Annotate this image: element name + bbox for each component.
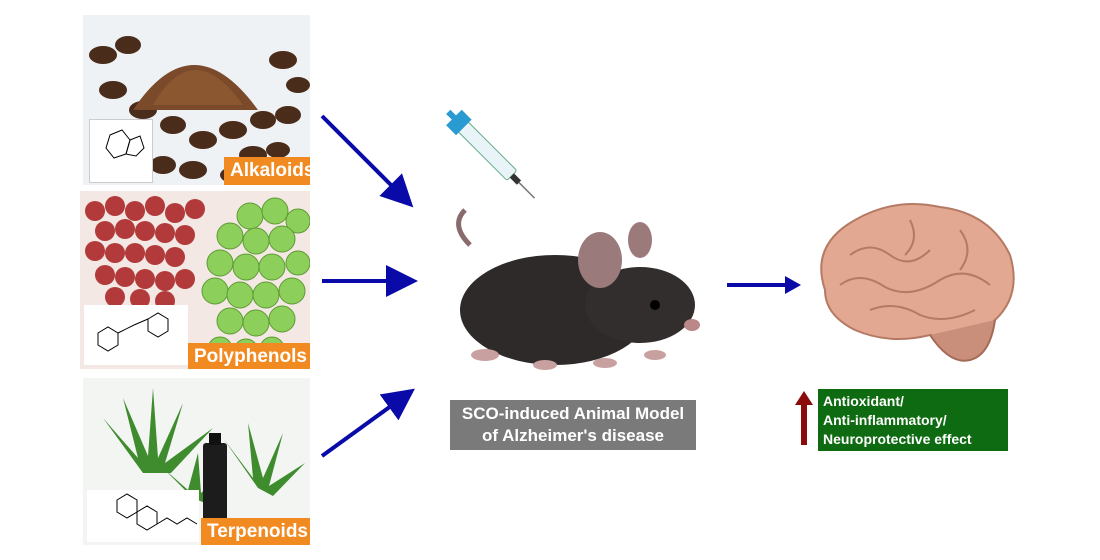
arrow-to-brain <box>727 276 801 294</box>
polyphenols-panel: Polyphenols <box>80 191 310 369</box>
caffeine-structure <box>89 119 153 183</box>
resveratrol-structure-icon <box>97 312 169 352</box>
increase-arrow-icon <box>795 391 813 445</box>
animal-model-line1: SCO-induced Animal Model <box>461 404 685 423</box>
cannabinoid-structure-icon <box>116 493 198 531</box>
effect-line3: Neuroprotective effect <box>823 431 972 447</box>
polyphenols-label: Polyphenols <box>188 343 310 369</box>
alkaloids-label: Alkaloids <box>224 157 310 185</box>
syringe-icon <box>446 109 536 199</box>
arrow-alkaloids <box>320 114 414 208</box>
effect-line1: Antioxidant/ <box>823 393 904 409</box>
effect-line2: Anti-inflammatory/ <box>823 412 947 428</box>
resveratrol-structure <box>84 305 188 365</box>
animal-model-label: SCO-induced Animal Model of Alzheimer's … <box>450 400 696 450</box>
cannabinoid-structure <box>87 490 199 542</box>
caffeine-structure-icon <box>105 129 145 159</box>
brain-image <box>820 202 1015 362</box>
arrow-terpenoids <box>320 388 415 458</box>
arrows-to-model <box>320 114 418 458</box>
alkaloids-panel: Alkaloids <box>83 15 310 185</box>
terpenoids-panel: Terpenoids <box>83 378 310 545</box>
animal-model-line2: of Alzheimer's disease <box>482 426 664 445</box>
mouse-image <box>456 208 700 370</box>
effect-label: Antioxidant/ Anti-inflammatory/ Neuropro… <box>818 389 1008 451</box>
terpenoids-label: Terpenoids <box>201 518 310 545</box>
